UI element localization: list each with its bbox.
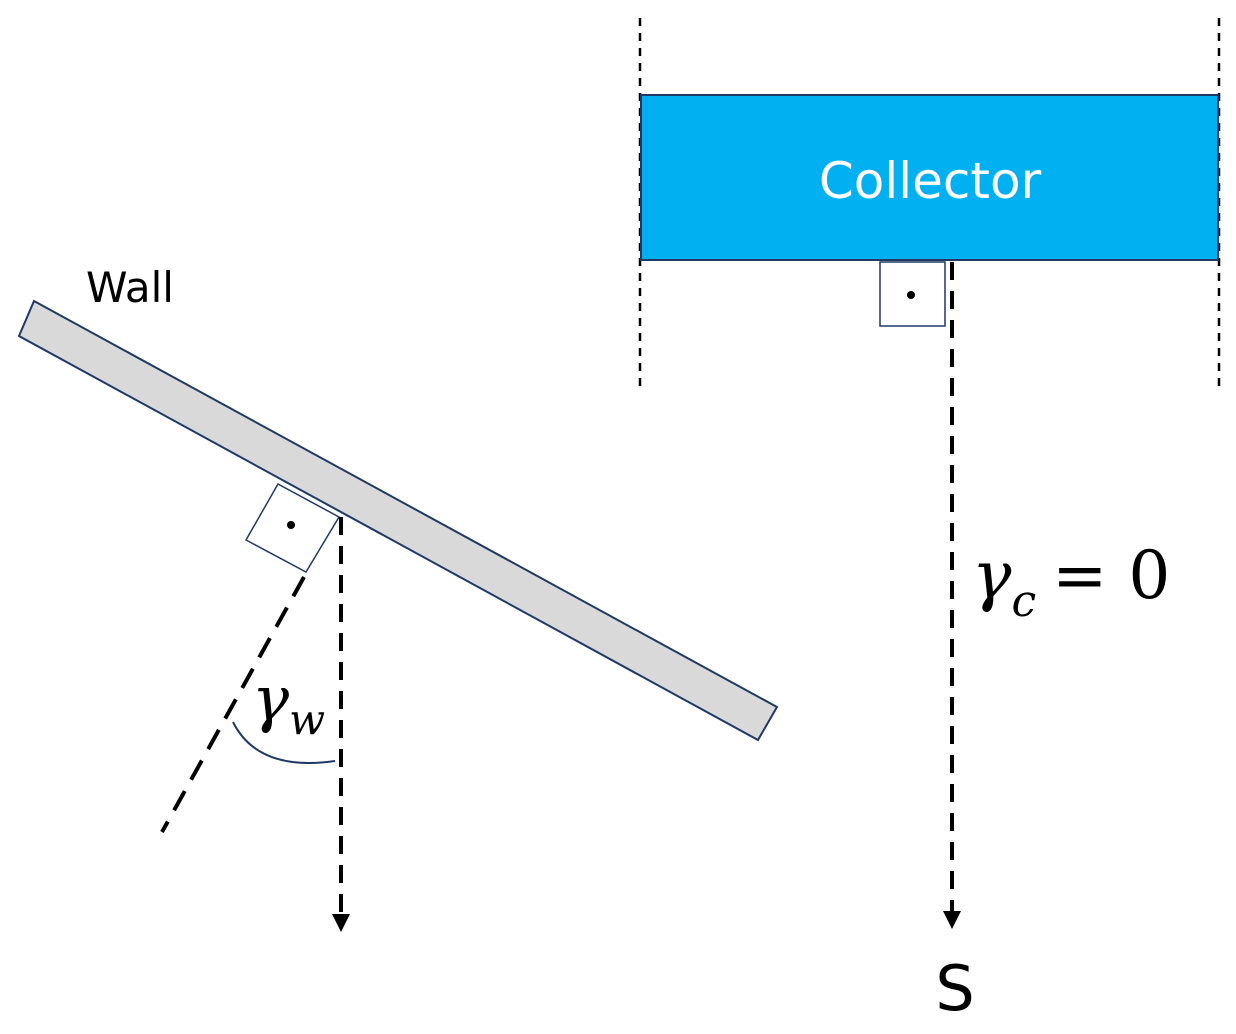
wall-right-angle-dot bbox=[287, 521, 295, 529]
wall-label: Wall bbox=[86, 263, 174, 312]
wall-normal-line bbox=[160, 576, 306, 833]
wall-slab bbox=[17, 299, 779, 742]
wall-south-reference-arrowhead bbox=[332, 914, 350, 932]
collector-angle-label: γc = 0 bbox=[972, 537, 1170, 627]
collector-panel bbox=[640, 94, 1219, 261]
collector-normal-arrowhead bbox=[943, 911, 961, 929]
wall-angle-symbol: γ bbox=[252, 662, 290, 735]
wall-angle-arc bbox=[232, 721, 336, 764]
wall-angle-label: γw bbox=[252, 662, 325, 744]
collector-label: Collector bbox=[819, 152, 1042, 210]
south-label: S bbox=[935, 952, 974, 1025]
collector-angle-equals: = 0 bbox=[1052, 537, 1170, 614]
collector-angle-symbol: γ bbox=[972, 537, 1012, 614]
collector-angle-subscript: c bbox=[1011, 576, 1036, 627]
wall-angle-subscript: w bbox=[289, 695, 325, 744]
collector-right-angle-dot bbox=[907, 291, 915, 299]
